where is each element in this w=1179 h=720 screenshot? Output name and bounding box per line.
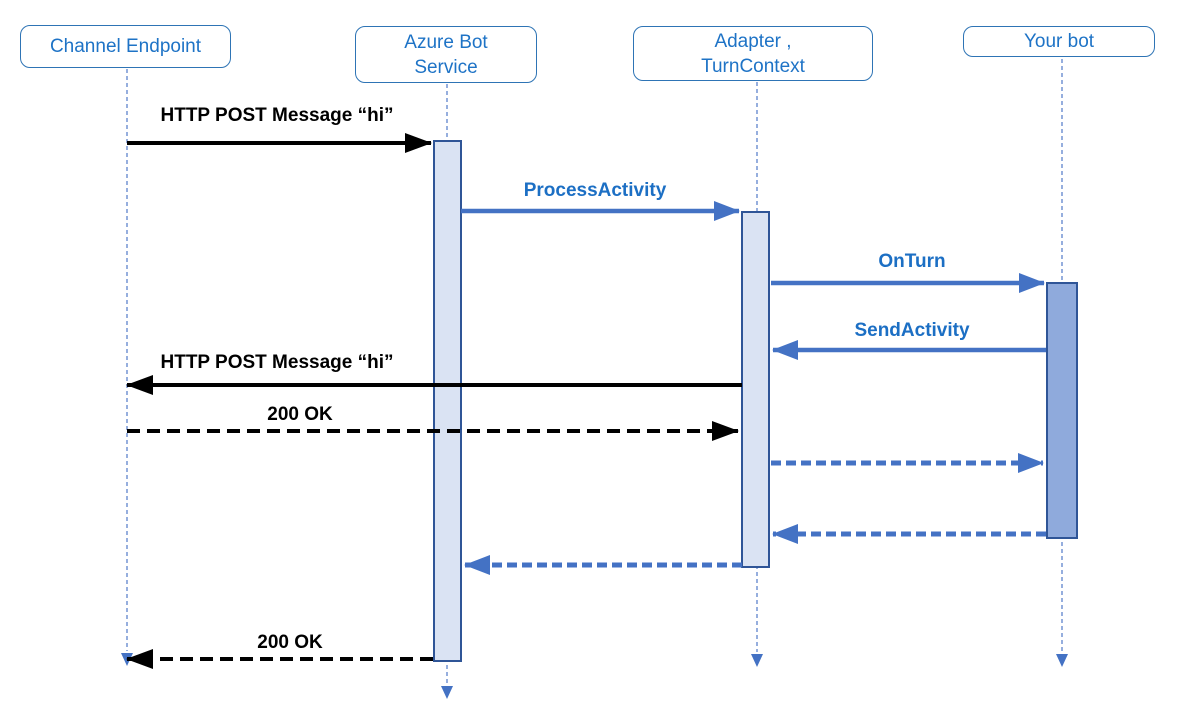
actor-box-your-bot: Your bot — [963, 26, 1155, 57]
message-label-200-ok-upper: 200 OK — [267, 404, 333, 425]
actor-box-adapter-turncontext: Adapter , TurnContext — [633, 26, 873, 81]
activation-bar-azure-bot-service — [433, 140, 462, 662]
message-label-200-ok-lower: 200 OK — [257, 632, 323, 653]
message-label-process-activity: ProcessActivity — [523, 180, 667, 201]
actor-box-azure-bot-service: Azure Bot Service — [355, 26, 537, 83]
actor-label-service: Service — [414, 56, 478, 78]
actor-label-turncontext: TurnContext — [701, 55, 805, 77]
lifeline-end-arrow-azure-bot-service — [441, 686, 453, 699]
lifeline-end-arrow-your-bot — [1056, 654, 1068, 667]
actor-label-channel-endpoint: Channel Endpoint — [49, 36, 202, 57]
message-label-on-turn: OnTurn — [878, 251, 946, 272]
actor-box-channel-endpoint: Channel Endpoint — [20, 25, 231, 68]
activation-bar-adapter-turncontext — [741, 211, 770, 568]
actor-label-azure-bot: Azure Bot — [404, 31, 488, 53]
message-label-http-post-response: HTTP POST Message “hi” — [160, 352, 394, 373]
actor-label-adapter: Adapter , — [714, 30, 792, 52]
activation-bar-your-bot — [1046, 282, 1078, 539]
message-label-http-post-request: HTTP POST Message “hi” — [160, 105, 394, 126]
actor-label-your-bot: Your bot — [1023, 31, 1095, 52]
lifeline-end-arrow-adapter-turncontext — [751, 654, 763, 667]
message-label-send-activity: SendActivity — [854, 320, 970, 341]
